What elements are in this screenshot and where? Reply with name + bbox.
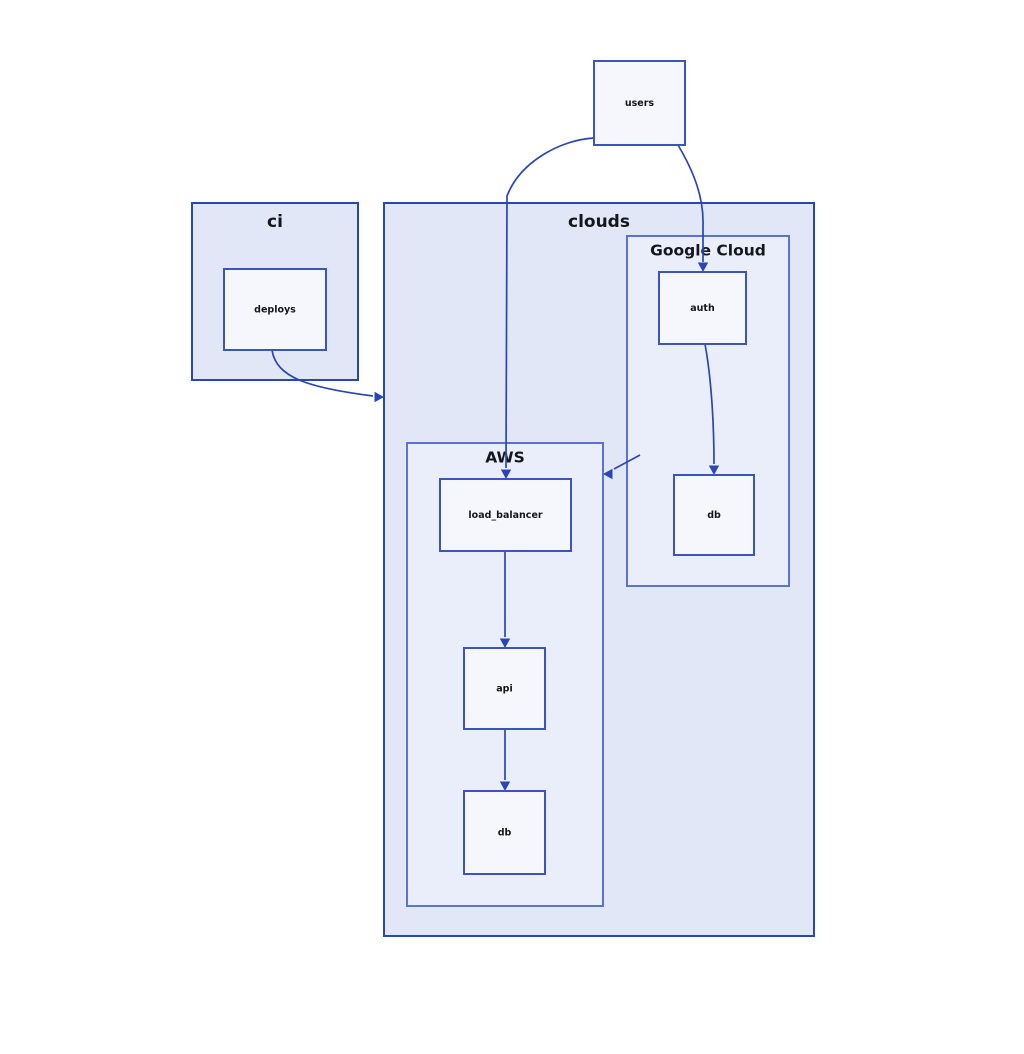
- edge-users-to-auth[interactable]: [677, 144, 709, 272]
- edges-layer: [271, 137, 720, 791]
- edge-deploys-to-clouds[interactable]: [271, 349, 384, 403]
- node-aws-db[interactable]: db: [463, 790, 546, 875]
- cluster-title-aws: AWS: [485, 449, 525, 467]
- node-auth[interactable]: auth: [658, 271, 747, 345]
- edge-line-auth-to-aws: [613, 454, 641, 470]
- node-load_balancer[interactable]: load_balancer: [439, 478, 572, 552]
- node-box-aws-db: [463, 790, 546, 875]
- arrowhead-icon: [697, 262, 709, 272]
- node-label-api: api: [496, 684, 512, 695]
- arrowhead-icon: [708, 465, 720, 475]
- node-label-auth: auth: [690, 303, 715, 314]
- node-box-load_balancer: [439, 478, 572, 552]
- arrowhead-icon: [500, 469, 512, 479]
- edge-line-users-to-load_balancer: [505, 137, 595, 469]
- arrowhead-icon: [499, 638, 511, 648]
- arrowhead-icon: [499, 781, 511, 791]
- arrowhead-icon: [374, 391, 384, 403]
- node-label-users: users: [625, 98, 655, 109]
- edge-line-deploys-to-clouds: [271, 349, 374, 397]
- cluster-title-google-cloud: Google Cloud: [650, 242, 766, 260]
- node-box-auth: [658, 271, 747, 345]
- cluster-title-clouds: clouds: [568, 212, 630, 232]
- node-box-gcp-db: [673, 474, 755, 556]
- node-box-api: [463, 647, 546, 730]
- arrowhead-icon: [603, 468, 613, 480]
- node-deploys[interactable]: deploys: [223, 268, 327, 351]
- edge-line-auth-to-gcp-db: [704, 343, 715, 465]
- cluster-title-ci: ci: [267, 212, 283, 232]
- node-box-deploys: [223, 268, 327, 351]
- edge-users-to-load_balancer[interactable]: [500, 137, 595, 479]
- edge-auth-to-gcp-db[interactable]: [704, 343, 720, 475]
- node-label-gcp-db: db: [707, 510, 721, 521]
- node-label-load_balancer: load_balancer: [468, 510, 542, 521]
- edge-load_balancer-to-api[interactable]: [499, 551, 511, 648]
- node-api[interactable]: api: [463, 647, 546, 730]
- edge-api-to-aws-db[interactable]: [499, 729, 511, 791]
- edge-auth-to-aws[interactable]: [603, 454, 641, 480]
- node-label-deploys: deploys: [254, 305, 296, 316]
- edge-line-users-to-auth: [677, 144, 704, 262]
- node-box-users: [593, 60, 686, 146]
- node-label-aws-db: db: [498, 828, 512, 839]
- node-users[interactable]: users: [593, 60, 686, 146]
- node-gcp-db[interactable]: db: [673, 474, 755, 556]
